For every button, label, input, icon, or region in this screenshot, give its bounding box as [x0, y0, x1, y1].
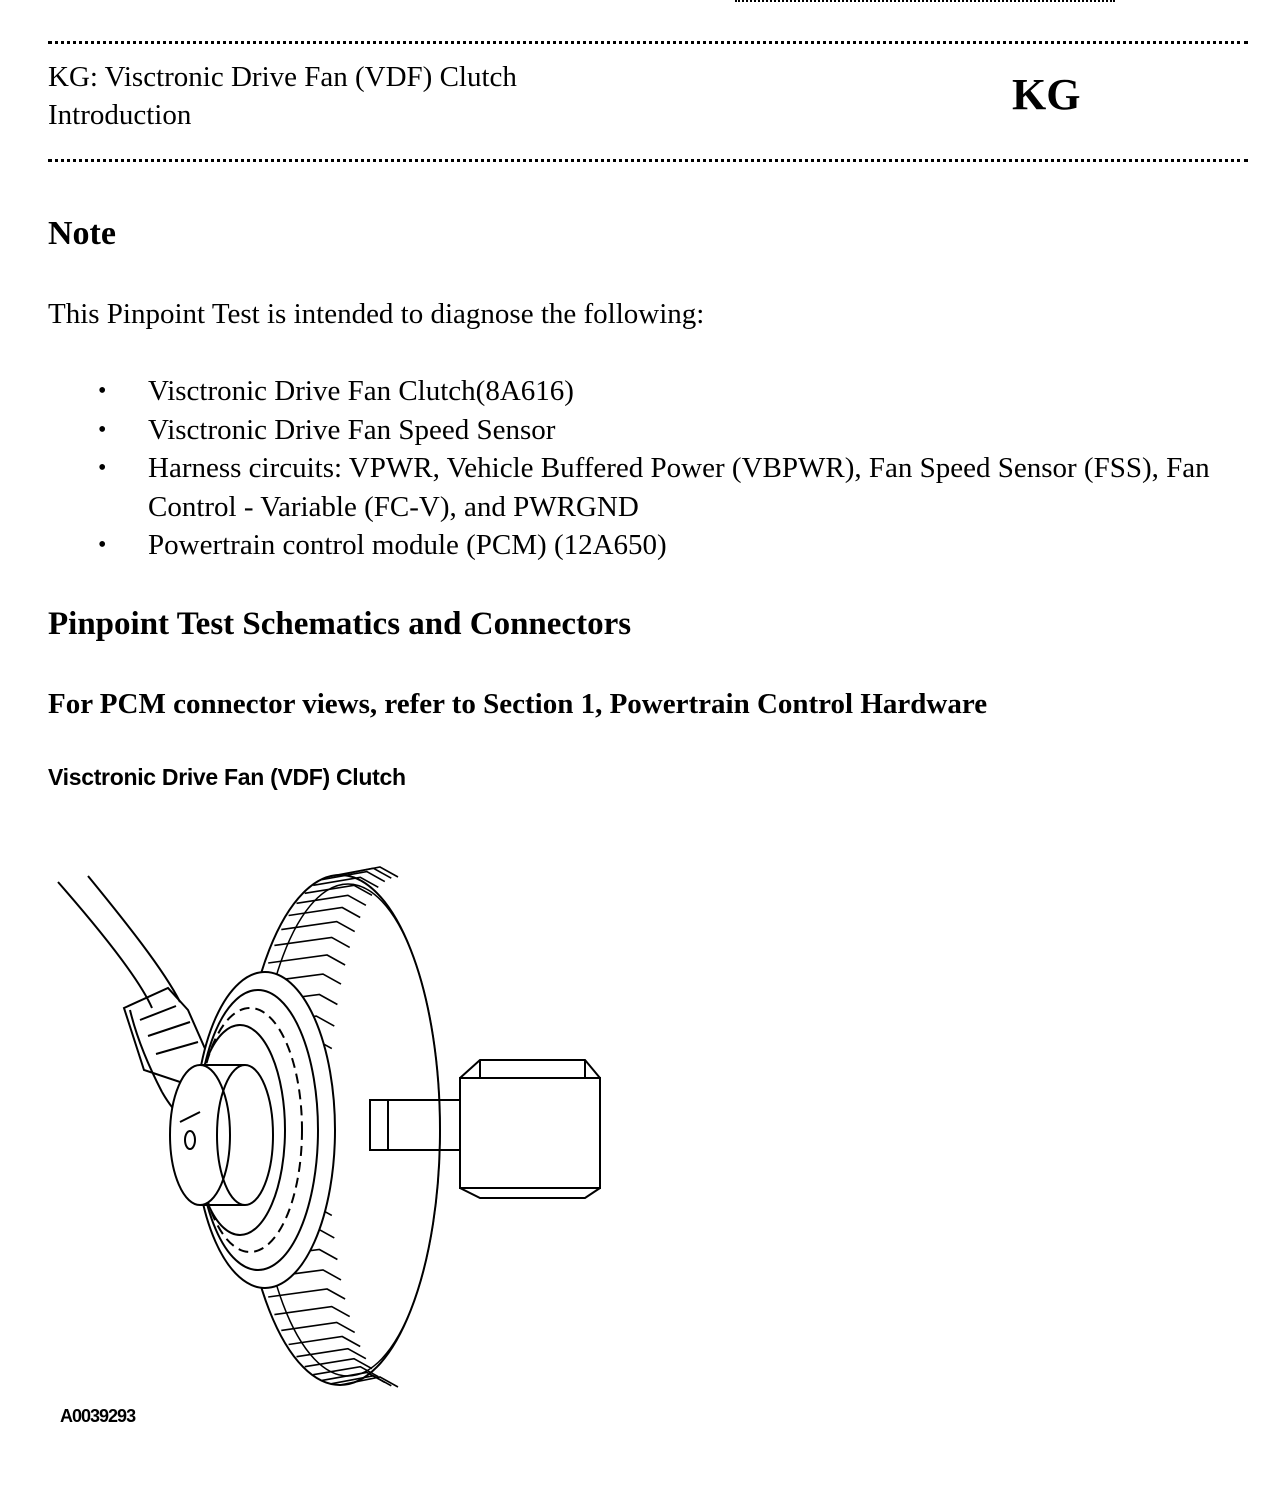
fan-fin — [281, 1321, 356, 1334]
figure-caption: Visctronic Drive Fan (VDF) Clutch — [48, 764, 406, 790]
fan-fin — [330, 1374, 392, 1387]
fan-fin — [274, 936, 351, 949]
fan-fin — [304, 1357, 373, 1370]
header-bottom-rule — [48, 159, 1248, 162]
fan-fin — [313, 876, 379, 888]
list-item: Visctronic Drive Fan Speed Sensor — [98, 411, 1248, 450]
fan-fin — [339, 1376, 399, 1388]
header-top-rule — [48, 41, 1248, 44]
schematics-heading: Pinpoint Test Schematics and Connectors — [48, 606, 632, 642]
fan-fin — [321, 870, 386, 883]
note-heading: Note — [48, 215, 116, 252]
diagnosis-list: Visctronic Drive Fan Clutch(8A616) Visct… — [48, 372, 1248, 565]
list-item: Powertrain control module (PCM) (12A650) — [98, 526, 1248, 565]
fan-fin — [296, 1347, 367, 1360]
page-title-line1: KG: Visctronic Drive Fan (VDF) Clutch — [48, 61, 517, 93]
fan-fin — [281, 920, 356, 933]
fan-fin — [268, 954, 346, 966]
list-item: Harness circuits: VPWR, Vehicle Buffered… — [98, 449, 1248, 526]
fan-fin — [304, 884, 373, 896]
note-intro: This Pinpoint Test is intended to diagno… — [48, 298, 705, 330]
fan-clutch-illustration — [57, 866, 601, 1388]
top-edge-marks — [735, 0, 1115, 6]
fan-fin — [274, 1305, 351, 1318]
fan-fin — [268, 1288, 346, 1300]
list-item: Visctronic Drive Fan Clutch(8A616) — [98, 372, 1248, 411]
page-title: KG: Visctronic Drive Fan (VDF) Clutch In… — [48, 58, 517, 134]
section-code: KG — [1012, 70, 1081, 119]
fan-fin — [330, 867, 392, 879]
fan-fin — [288, 1335, 361, 1348]
fan-fin — [313, 1365, 379, 1378]
fan-fin — [288, 906, 361, 919]
fan-fin — [296, 894, 367, 906]
figure-id: A0039293 — [60, 1406, 136, 1426]
page-title-line2: Introduction — [48, 99, 192, 131]
pcm-reference: For PCM connector views, refer to Sectio… — [48, 688, 988, 720]
